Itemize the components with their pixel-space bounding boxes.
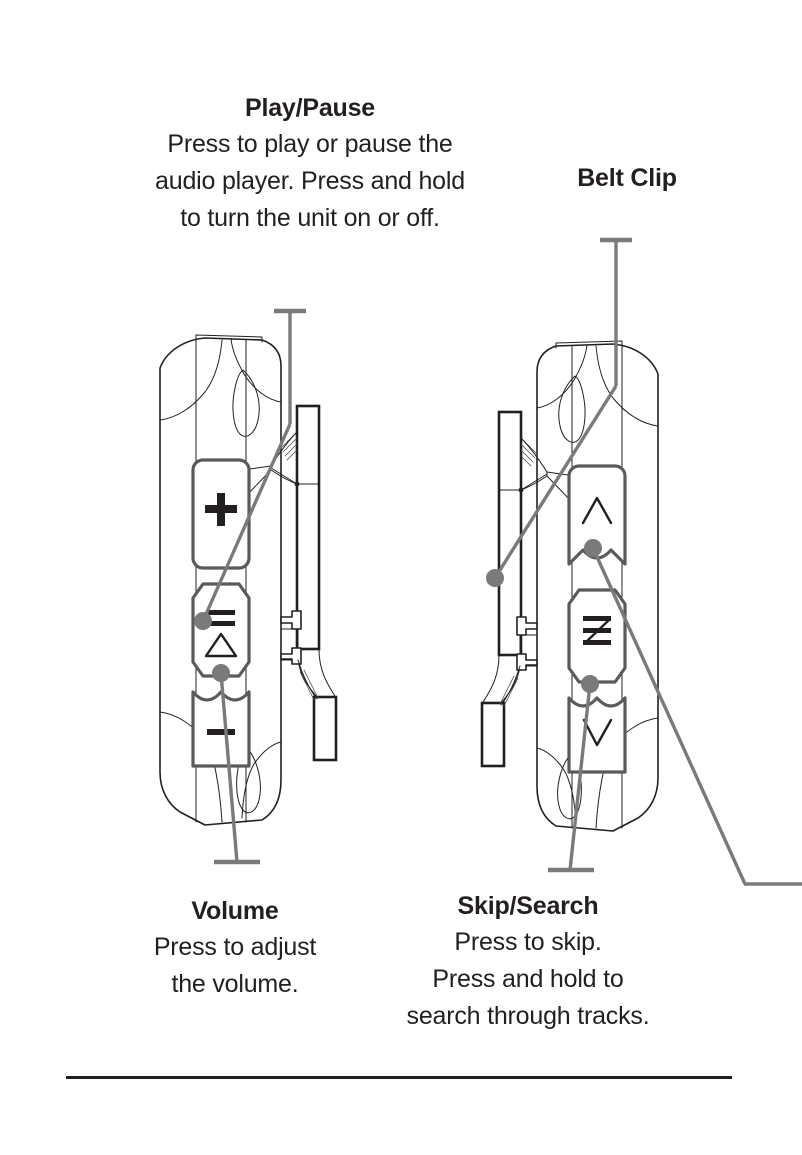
chevron-up-icon (581, 496, 613, 525)
plus-icon (205, 493, 237, 526)
left-device-connector (280, 610, 302, 665)
callout-play-pause-line-3: to turn the unit on or off. (180, 204, 440, 232)
right-device (480, 340, 659, 832)
callout-volume: Volume Press to adjust the volume. (120, 893, 350, 1003)
right-device-belt-clip (480, 410, 523, 768)
callout-skip-search-line-3: search through tracks. (406, 1002, 650, 1030)
callout-volume-body: Press to adjust the volume. (120, 929, 350, 1003)
pause-icon (207, 610, 235, 626)
left-device-belt-clip (295, 404, 338, 762)
play-triangle-icon (204, 632, 238, 658)
play-pause-leader-line (194, 308, 306, 630)
left-device-volume-down-button[interactable] (191, 690, 251, 768)
callout-volume-line-1: Press to adjust (153, 933, 317, 961)
volume-leader-line (212, 664, 260, 865)
callout-play-pause: Play/Pause Press to play or pause the au… (60, 90, 560, 237)
callout-skip-search-line-1: Press to skip. (454, 928, 602, 956)
callout-skip-search: Skip/Search Press to skip. Press and hol… (383, 888, 673, 1035)
callout-play-pause-body: Press to play or pause the audio player.… (60, 126, 560, 237)
belt-clip-leader-line (486, 237, 632, 587)
right-device-connector (516, 616, 538, 671)
left-device-volume-up-button[interactable] (191, 458, 251, 570)
callout-play-pause-line-1: Press to play or pause the (167, 130, 453, 158)
callout-belt-clip: Belt Clip (500, 160, 754, 196)
skip-search-leader-line (548, 675, 599, 873)
left-device-play-pause-button[interactable] (191, 582, 251, 678)
callout-volume-title: Volume (191, 897, 279, 925)
belt-clip-right-leader-line (584, 539, 802, 886)
left-device (159, 334, 338, 826)
menu-bars-icon (583, 616, 612, 645)
minus-icon (207, 729, 235, 735)
callout-play-pause-line-2: audio player. Press and hold (155, 167, 465, 195)
right-device-menu-button[interactable] (567, 588, 627, 684)
callout-skip-search-body: Press to skip. Press and hold to search … (383, 924, 673, 1035)
callout-belt-clip-title: Belt Clip (577, 164, 677, 192)
callout-volume-line-2: the volume. (171, 970, 299, 998)
callout-skip-search-title: Skip/Search (457, 892, 599, 920)
callout-play-pause-title: Play/Pause (244, 94, 376, 122)
right-device-skip-back-button[interactable] (567, 696, 627, 774)
horizontal-rule (66, 1076, 732, 1079)
callout-skip-search-line-2: Press and hold to (432, 965, 624, 993)
chevron-down-icon (582, 718, 613, 747)
